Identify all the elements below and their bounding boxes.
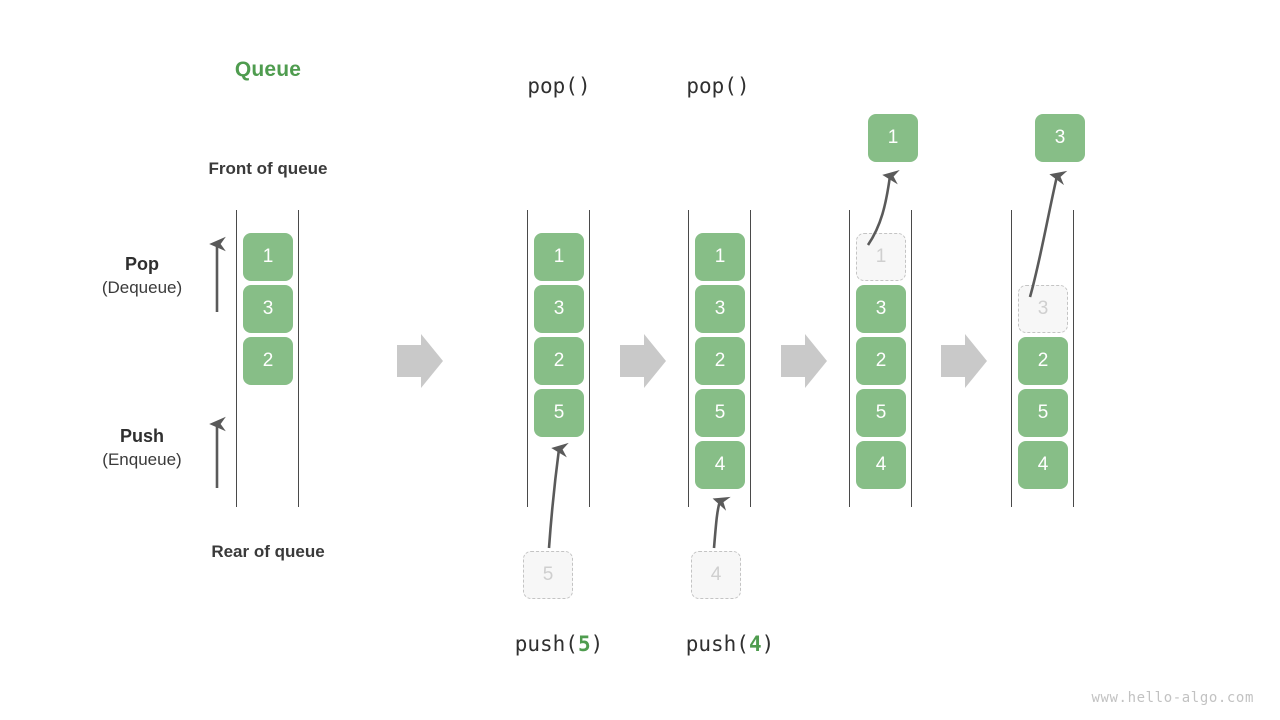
queue-rail-left-2 — [688, 210, 690, 507]
queue-rail-right-0 — [298, 210, 300, 507]
push-5-arrow — [547, 442, 569, 549]
queue-cell: 2 — [695, 337, 745, 385]
pop-caption-4-suffix: ) — [736, 74, 750, 98]
front-of-queue-label: Front of queue — [208, 159, 328, 178]
queue-cell: 3 — [856, 285, 906, 333]
popped-cell: 1 — [868, 114, 918, 162]
push-caption-1-suffix: ) — [590, 632, 604, 656]
queue-cell: 5 — [695, 389, 745, 437]
queue-cell: 5 — [534, 389, 584, 437]
queue-cell: 2 — [243, 337, 293, 385]
pop-caption-3-prefix: pop( — [527, 74, 578, 98]
push-caption-2-suffix: ) — [761, 632, 775, 656]
pop-caption-3: pop() — [459, 74, 659, 98]
page-title: Queue — [234, 58, 302, 81]
pop-label-main: Pop — [125, 254, 159, 274]
queue-cell: 5 — [856, 389, 906, 437]
push-caption-2: push(4) — [630, 632, 830, 656]
incoming-ghost-cell: 4 — [691, 551, 741, 599]
push-caption-1-value: 5 — [577, 632, 591, 656]
queue-cell-removed: 1 — [856, 233, 906, 281]
queue-cell: 4 — [695, 441, 745, 489]
queue-rail-right-1 — [589, 210, 591, 507]
queue-rail-left-3 — [849, 210, 851, 507]
push-caption-2-value: 4 — [748, 632, 762, 656]
pop-caption-4: pop() — [618, 74, 818, 98]
rear-of-queue-label: Rear of queue — [211, 542, 325, 561]
flow-arrow-3 — [781, 334, 827, 388]
queue-cell: 5 — [1018, 389, 1068, 437]
popped-cell: 3 — [1035, 114, 1085, 162]
pop-3-arrow — [1028, 170, 1068, 298]
queue-cell: 3 — [695, 285, 745, 333]
queue-rail-right-4 — [1073, 210, 1075, 507]
queue-rail-left-4 — [1011, 210, 1013, 507]
queue-cell: 2 — [1018, 337, 1068, 385]
push-caption-1-prefix: push( — [514, 632, 578, 656]
push-caption-2-prefix: push( — [685, 632, 749, 656]
flow-arrow-2 — [620, 334, 666, 388]
queue-rail-right-3 — [911, 210, 913, 507]
pop-operation-label: Pop (Dequeue) — [52, 252, 232, 300]
queue-cell-removed: 3 — [1018, 285, 1068, 333]
queue-rail-left-1 — [527, 210, 529, 507]
queue-cell: 2 — [534, 337, 584, 385]
queue-rail-left-0 — [236, 210, 238, 507]
pop-caption-3-suffix: ) — [577, 74, 591, 98]
flow-arrow-1 — [397, 334, 443, 388]
incoming-ghost-cell: 5 — [523, 551, 573, 599]
push-operation-label: Push (Enqueue) — [52, 424, 232, 472]
push-caption-1: push(5) — [459, 632, 659, 656]
queue-cell: 1 — [243, 233, 293, 281]
watermark: www.hello-algo.com — [1091, 690, 1254, 706]
queue-rail-right-2 — [750, 210, 752, 507]
queue-cell: 1 — [534, 233, 584, 281]
queue-cell: 3 — [534, 285, 584, 333]
queue-cell: 2 — [856, 337, 906, 385]
queue-cell: 1 — [695, 233, 745, 281]
push-label-main: Push — [119, 426, 164, 446]
queue-cell: 4 — [856, 441, 906, 489]
queue-cell: 3 — [243, 285, 293, 333]
pop-caption-4-prefix: pop( — [686, 74, 737, 98]
queue-cell: 4 — [1018, 441, 1068, 489]
pop-label-sub: (Dequeue) — [101, 278, 183, 298]
push-4-arrow — [712, 496, 731, 549]
flow-arrow-4 — [941, 334, 987, 388]
push-label-sub: (Enqueue) — [102, 450, 182, 470]
